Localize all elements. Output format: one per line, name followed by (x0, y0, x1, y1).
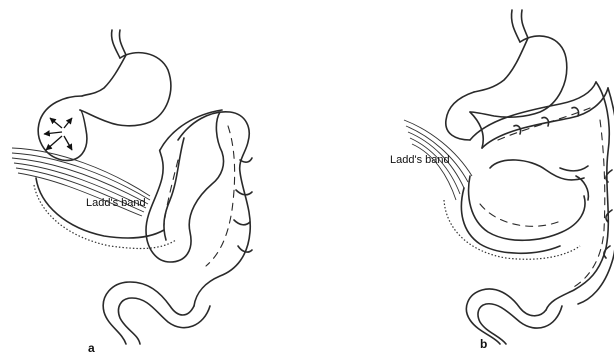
colon-a (146, 110, 252, 306)
sigmoid-rectum-b (466, 289, 562, 344)
ladds-band-label-a: Ladd's band (86, 197, 146, 209)
stomach-a (80, 53, 171, 126)
distension-arrows (44, 118, 72, 150)
duodenum-b (446, 92, 483, 148)
panel-b: Ladd's band b (390, 10, 614, 351)
small-bowel-b (444, 160, 588, 259)
panel-a: Ladd's band a (12, 30, 252, 355)
esophagus-b (511, 10, 528, 42)
esophagus-a (112, 30, 126, 58)
ladds-band-label-b: Ladd's band (390, 154, 450, 166)
panel-letter-a: a (88, 341, 95, 355)
panel-letter-b: b (480, 337, 487, 351)
sigmoid-rectum-a (103, 282, 210, 344)
duodenal-bulb-a (38, 96, 87, 160)
